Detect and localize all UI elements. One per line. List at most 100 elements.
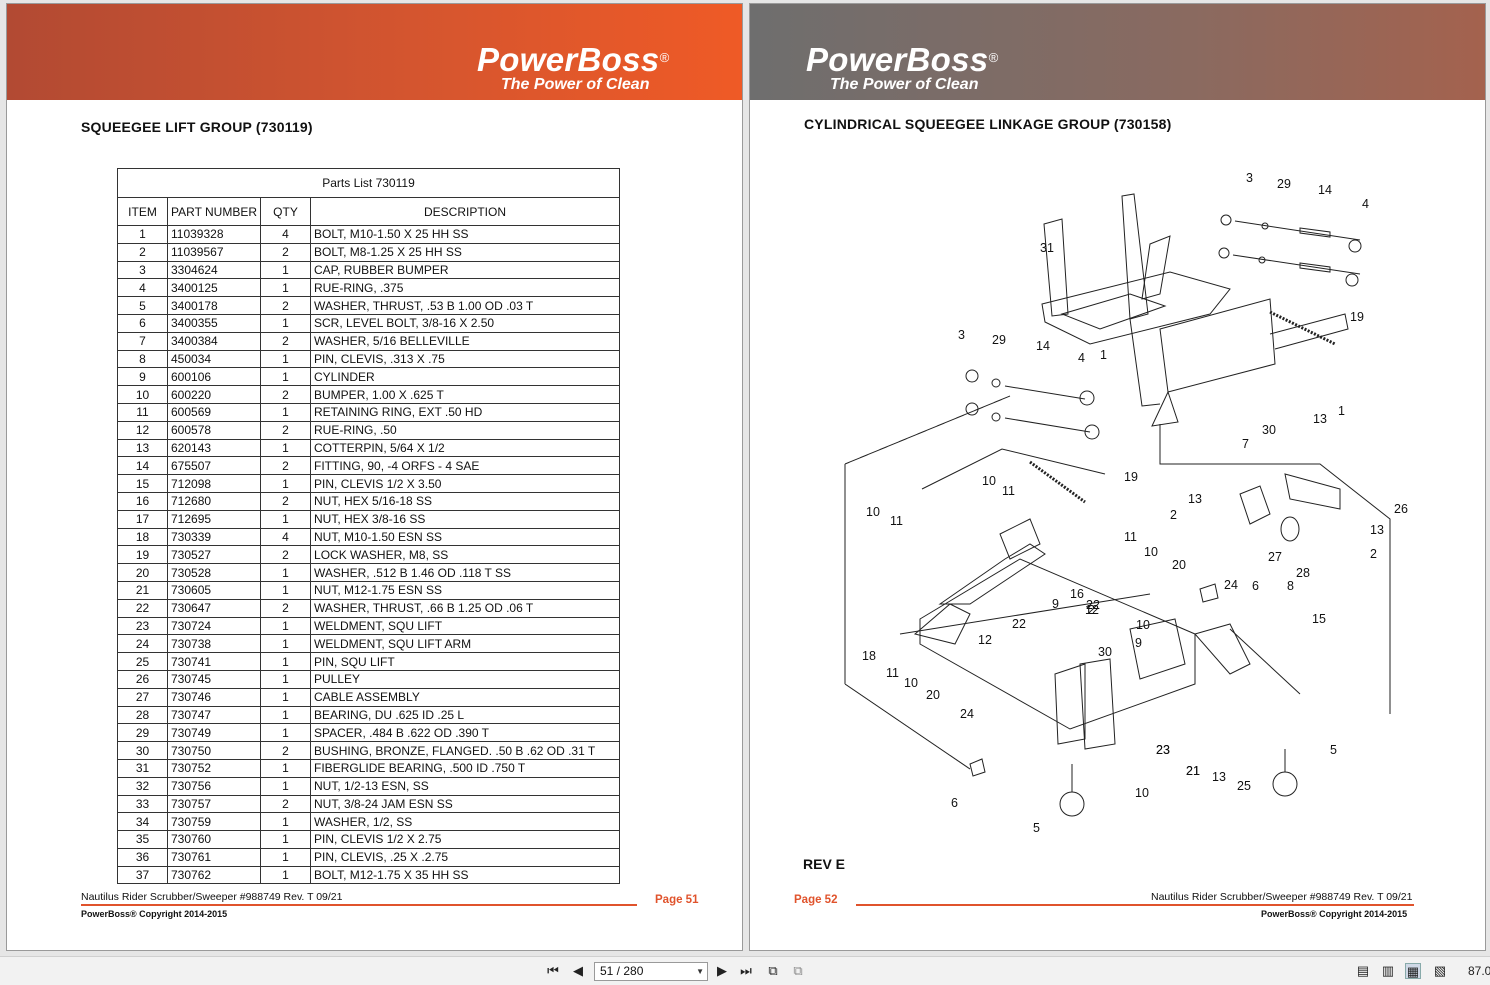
cell-part-number: 730747: [166, 705, 262, 725]
diagram-callout: 11: [1124, 530, 1137, 544]
cell-item: 26: [117, 669, 168, 689]
two-page-view-icon[interactable]: ▦: [1405, 963, 1421, 979]
diagram-callout: 23: [1156, 743, 1170, 757]
cell-qty: 1: [260, 776, 312, 796]
diagram-callout: 13: [1370, 523, 1384, 537]
cell-description: PIN, SQU LIFT: [310, 652, 620, 671]
cell-qty: 1: [260, 313, 312, 333]
page-banner: PowerBoss® The Power of Clean: [750, 4, 1485, 100]
cell-part-number: 730605: [166, 580, 262, 600]
cell-description: CABLE ASSEMBLY: [310, 687, 620, 707]
footer-document-title: Nautilus Rider Scrubber/Sweeper #988749 …: [81, 891, 343, 903]
continuous-view-icon[interactable]: ▥: [1381, 963, 1395, 978]
cell-part-number: 730749: [166, 723, 262, 743]
cell-description: WASHER, .512 B 1.46 OD .118 T SS: [310, 563, 620, 582]
cell-part-number: 712098: [166, 474, 262, 493]
export-page-icon[interactable]: ⧉: [768, 963, 778, 978]
cell-description: NUT, HEX 3/8-16 SS: [310, 509, 620, 529]
cell-qty: 4: [260, 527, 312, 547]
cell-qty: 1: [260, 758, 312, 778]
diagram-callout: 24: [960, 707, 974, 721]
previous-page-icon[interactable]: ◀: [573, 963, 583, 978]
diagram-callout: 10: [1135, 786, 1149, 800]
cell-qty: 1: [260, 509, 312, 529]
last-page-icon[interactable]: ⏭: [740, 963, 752, 978]
diagram-callout: 7: [1242, 437, 1249, 451]
footer-document-title: Nautilus Rider Scrubber/Sweeper #988749 …: [1151, 891, 1413, 903]
cell-part-number: 730752: [166, 758, 262, 778]
cell-item: 27: [117, 687, 168, 707]
diagram-callout: 11: [886, 666, 899, 680]
cell-description: NUT, 3/8-24 JAM ESN SS: [310, 794, 620, 814]
single-page-view-icon[interactable]: ▤: [1356, 963, 1370, 978]
cell-qty: 1: [260, 616, 312, 636]
cell-item: 3: [117, 260, 168, 280]
cell-description: RUE-RING, .50: [310, 420, 620, 440]
next-page-icon[interactable]: ▶: [717, 963, 727, 978]
cell-description: PIN, CLEVIS 1/2 X 3.50: [310, 474, 620, 493]
continuous-two-page-view-icon[interactable]: ▧: [1433, 963, 1447, 978]
cell-description: NUT, 1/2-13 ESN, SS: [310, 776, 620, 796]
cell-item: 31: [117, 758, 168, 778]
cell-qty: 1: [260, 367, 312, 387]
cell-qty: 1: [260, 669, 312, 689]
column-header-part-number: PART NUMBER: [166, 197, 262, 226]
cell-qty: 1: [260, 687, 312, 707]
chevron-down-icon[interactable]: ▼: [696, 967, 704, 976]
cell-part-number: 730527: [166, 545, 262, 565]
page-title: CYLINDRICAL SQUEEGEE LINKAGE GROUP (7301…: [804, 116, 1172, 132]
diagram-callout: 6: [1252, 579, 1259, 593]
cell-part-number: 730760: [166, 830, 262, 849]
cell-item: 5: [117, 296, 168, 315]
page-number-field[interactable]: 51 / 280▼: [594, 962, 708, 981]
cell-item: 37: [117, 865, 168, 885]
cell-description: PULLEY: [310, 669, 620, 689]
cell-qty: 2: [260, 385, 312, 404]
diagram-callout: 13: [1212, 770, 1226, 784]
diagram-callout: 8: [1287, 579, 1294, 593]
diagram-callout: 10: [1136, 618, 1150, 632]
cell-part-number: 450034: [166, 349, 262, 369]
diagram-callout: 9: [1135, 636, 1142, 650]
cell-part-number: 730761: [166, 847, 262, 867]
cell-part-number: 3400384: [166, 331, 262, 351]
cell-part-number: 600106: [166, 367, 262, 387]
diagram-callout: 16: [1070, 587, 1084, 601]
footer-rule: [81, 904, 637, 906]
cell-part-number: 730339: [166, 527, 262, 547]
cell-item: 22: [117, 598, 168, 618]
cell-description: PIN, CLEVIS 1/2 X 2.75: [310, 830, 620, 849]
copy-page-icon[interactable]: ⧉: [793, 963, 803, 978]
cell-qty: 1: [260, 474, 312, 493]
pdf-page-right: PowerBoss® The Power of Clean CYLINDRICA…: [749, 3, 1486, 951]
cell-item: 13: [117, 438, 168, 458]
cell-item: 33: [117, 794, 168, 814]
cell-part-number: 730750: [166, 741, 262, 760]
zoom-level[interactable]: 87.0: [1468, 964, 1490, 978]
cell-item: 14: [117, 456, 168, 476]
diagram-callout: 21: [1186, 764, 1200, 778]
cell-description: BOLT, M8-1.25 X 25 HH SS: [310, 242, 620, 262]
first-page-icon[interactable]: ⏮: [547, 963, 559, 978]
diagram-callout: 14: [1318, 183, 1332, 197]
powerboss-logo: PowerBoss® The Power of Clean: [477, 41, 670, 93]
diagram-callout: 10: [982, 474, 996, 488]
